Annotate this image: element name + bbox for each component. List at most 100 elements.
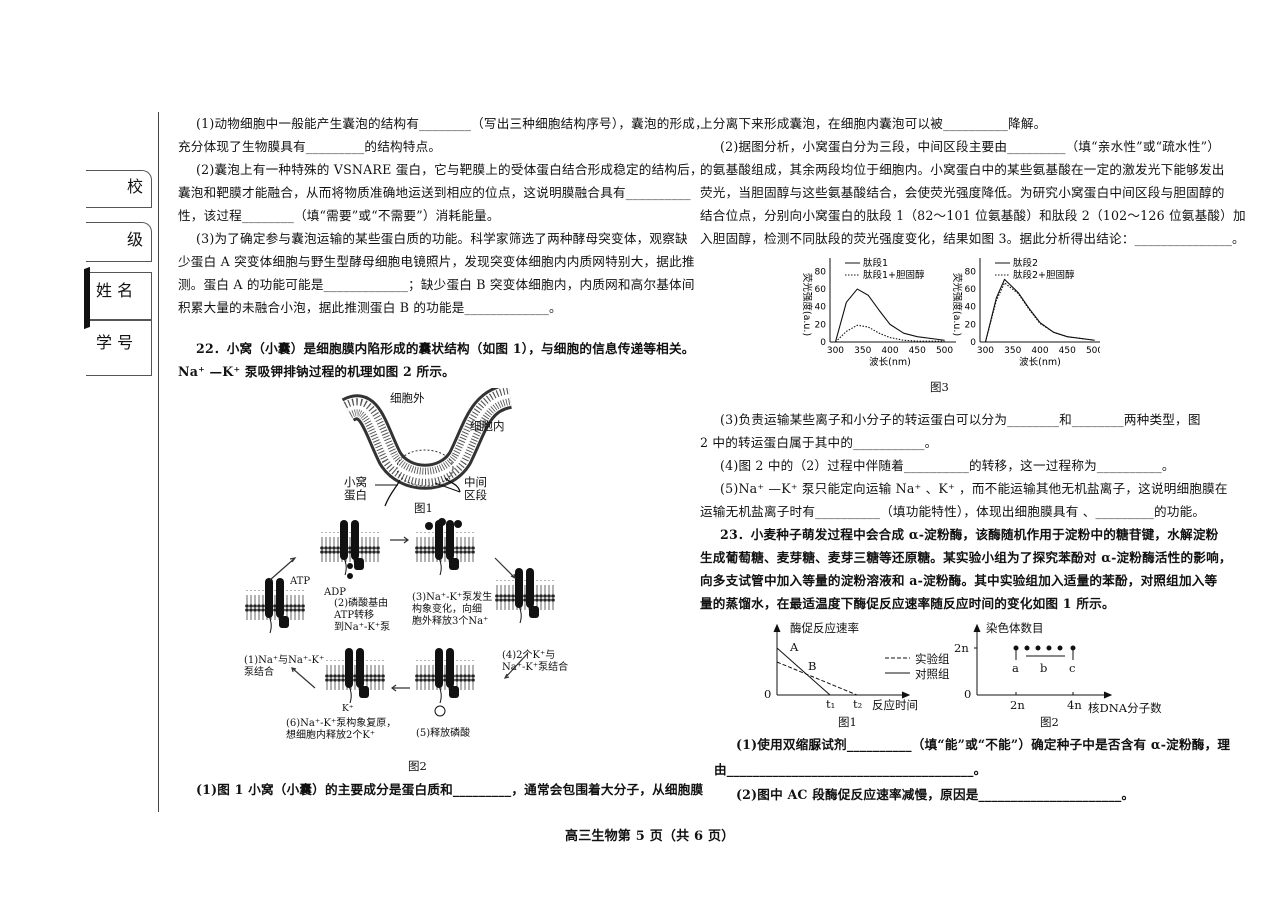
fig2-caption: 图2 (408, 759, 427, 773)
q22-stem-line2: Na⁺ —K⁺ 泵吸钾排钠过程的机理如图 2 所示。 (178, 364, 455, 379)
adp-label: ADP (324, 587, 346, 598)
x-tick-label: 500 (1086, 346, 1100, 356)
q22-2-line4: 结合位点，分别向小窝蛋白的肽段 1（82～101 位氨基酸）和肽段 2（102～… (700, 208, 1246, 223)
x-tick-label: 500 (936, 346, 953, 356)
step1-text-2: 泵结合 (244, 667, 274, 678)
q23-stem-line2: 生成葡萄糖、麦芽糖、麦芽三糖等还原糖。某实验小组为了探究苯酚对 α-淀粉酶活性的… (700, 550, 1232, 565)
school-label: 校 (126, 177, 143, 196)
step1-text-1: (1)Na⁺与Na⁺-K⁺ (244, 655, 325, 666)
q22-stem-line1: 22．小窝（小囊）是细胞膜内陷形成的囊状结构（如图 1），与细胞的信息传递等相关… (196, 341, 695, 356)
point-a: A (790, 640, 799, 654)
class-label: 级 (126, 230, 143, 249)
step6-text-2: 想细胞内释放2个K⁺ (286, 730, 376, 741)
fig3-caption: 图3 (930, 380, 949, 394)
x-tick-label: 300 (977, 346, 994, 356)
x-2n-label: 2n (1010, 698, 1025, 712)
x-4n-label: 4n (1067, 698, 1082, 712)
fig1-caption: 图1 (414, 501, 433, 515)
q23-1-line2: 由______________________________________。 (714, 762, 987, 777)
t1-label: t₁ (826, 697, 836, 711)
y-tick-label: 40 (815, 303, 827, 313)
q21-3-line2: 少蛋白 A 突变体细胞与野生型酵母细胞电镜照片，发现突变体细胞内内质网特别大，据… (178, 254, 695, 269)
q23-stem-line4: 量的蒸馏水，在最适温度下酶促反应速率随反应时间的变化如图 1 所示。 (700, 596, 1115, 611)
y-2n-label: 2n (954, 641, 969, 655)
step6-text-1: (6)Na⁺-K⁺泵构象复原， (286, 718, 397, 729)
q22-2-line1: (2)据图分析，小窝蛋白分为三段，中间区段主要由_________（填“亲水性”… (720, 139, 1221, 154)
x-tick-label: 350 (1004, 346, 1021, 356)
point-b-label: b (1040, 661, 1048, 675)
legend-label: 肽段1 (863, 257, 888, 269)
legend-label: 肽段2 (1013, 257, 1038, 269)
student-id-label: 学 号 (96, 333, 134, 352)
step6-label: (6)Na⁺-K⁺泵构象复原，想细胞内释放2个K⁺ (286, 718, 396, 742)
step4-text-2: Na⁺-K⁺泵结合 (502, 662, 569, 673)
inside-label: 细胞内 (470, 419, 505, 433)
origin-label-2: 0 (964, 687, 972, 701)
step1-label: (1)Na⁺与Na⁺-K⁺泵结合 (244, 655, 324, 679)
membrane-diagram (341, 383, 513, 507)
q23-stem-line3: 向多支试管中加入等量的淀粉溶液和 a-淀粉酶。其中实验组加入适量的苯酚，对照组加… (700, 573, 1218, 588)
middle-label-2: 区段 (464, 488, 487, 502)
t2-label: t₂ (853, 697, 863, 711)
middle-label-1: 中间 (464, 475, 487, 489)
name-label: 姓 名 (96, 281, 134, 300)
x-tick-label: 450 (1059, 346, 1076, 356)
q21-1-line2: 充分体现了生物膜具有_________的结构特点。 (178, 139, 442, 154)
y-tick-label: 20 (815, 320, 827, 330)
q21-2-line3: 性，该过程________（填“需要”或“不需要”）消耗能量。 (178, 208, 500, 223)
q22-1-line1: (1)图 1 小窝（小囊）的主要成分是蛋白质和_________，通常会包围着大… (196, 782, 704, 797)
y-tick-label: 60 (815, 285, 827, 295)
origin-label: 0 (764, 687, 772, 701)
step3-text-2: 构象变化，向细 (412, 604, 482, 615)
rate-axis-label: 酶促反应速率 (790, 621, 859, 635)
q23-fig2-caption: 图2 (1040, 715, 1059, 729)
step2-text-2: ATP转移 (334, 610, 375, 621)
caveolin-label-2: 蛋白 (344, 488, 367, 502)
series-line-2-1 (984, 278, 1095, 343)
step3-text-3: 胞外释放3个Na⁺ (412, 616, 489, 627)
step4-text-1: (4)2个K⁺与 (502, 650, 556, 661)
x-tick-label: 300 (827, 346, 844, 356)
student-id-field: 学 号 (86, 320, 152, 376)
chromosome-axis-label: 染色体数目 (986, 621, 1044, 635)
series-line-2-2 (984, 282, 1095, 343)
q22-1-line2: 上分离下来形成囊泡，在细胞内囊泡可以被__________降解。 (700, 116, 1047, 131)
pump-cycle-diagram (244, 518, 556, 717)
y-tick-label: 0 (970, 338, 976, 348)
series-line-1-1 (834, 288, 945, 343)
legend-experimental: 实验组 (915, 652, 950, 666)
y-tick-label: 80 (815, 267, 827, 277)
point-a-label: a (1012, 661, 1019, 675)
time-axis-label: 反应时间 (872, 698, 918, 712)
x-tick-label: 400 (881, 346, 898, 356)
caveolin-label-1: 小窝 (344, 475, 367, 489)
y-axis-label: 荧光强度(a.u.) (951, 273, 963, 336)
step3-label: (3)Na⁺-K⁺泵发生构象变化，向细胞外释放3个Na⁺ (412, 592, 492, 628)
step2-text-1: (2)磷酸基由 (334, 598, 389, 609)
x-tick-label: 450 (909, 346, 926, 356)
q22-4-line: (4)图 2 中的（2）过程中伴随着__________的转移，这一过程称为__… (720, 458, 1175, 473)
k-ion-label: K⁺ (342, 704, 354, 714)
q22-5-line1: (5)Na⁺ —K⁺ 泵只能定向运输 Na⁺ 、K⁺ ，而不能运输其他无机盐离子… (720, 481, 1228, 496)
dna-axis-label: 核DNA分子数 (1088, 701, 1162, 715)
q21-3-line1: (3)为了确定参与囊泡运输的某些蛋白质的功能。科学家筛选了两种酵母突变体，观察缺 (196, 231, 688, 246)
q22-2-line5: 入胆固醇，检测不同肽段的荧光强度变化，结果如图 3。据此分析得出结论：_____… (700, 231, 1245, 246)
fold-mark (84, 266, 90, 330)
middle-segment-label: 中间区段 (464, 476, 487, 502)
q22-2-line2: 的氨基酸组成，其余两段均位于细胞内。小窝蛋白中的某些氨基酸在一定的激发光下能够发… (700, 162, 1225, 177)
y-tick-label: 80 (965, 267, 977, 277)
name-field: 姓 名 (86, 272, 152, 320)
q21-2-line2: 囊泡和靶膜才能融合，从而将物质准确地运送到相应的位点，这说明膜融合具有_____… (178, 185, 691, 200)
class-field: 级 (86, 222, 152, 262)
legend-label: 肽段2+胆固醇 (1013, 269, 1075, 281)
legend-label: 肽段1+胆固醇 (863, 269, 925, 281)
q23-figure-2: 染色体数目 2n a b c 0 2n 4n 核DNA分子数 图2 (954, 620, 1162, 730)
q23-stem-line1: 23．小麦种子萌发过程中会合成 α-淀粉酶，该酶随机作用于淀粉中的糖苷键，水解淀… (720, 527, 1219, 542)
y-axis-label: 荧光强度(a.u.) (801, 273, 813, 336)
q21-3-line4: 积累大量的未融合小泡，据此推测蛋白 B 的功能是_____________。 (178, 300, 562, 315)
point-c-label: c (1069, 661, 1076, 675)
